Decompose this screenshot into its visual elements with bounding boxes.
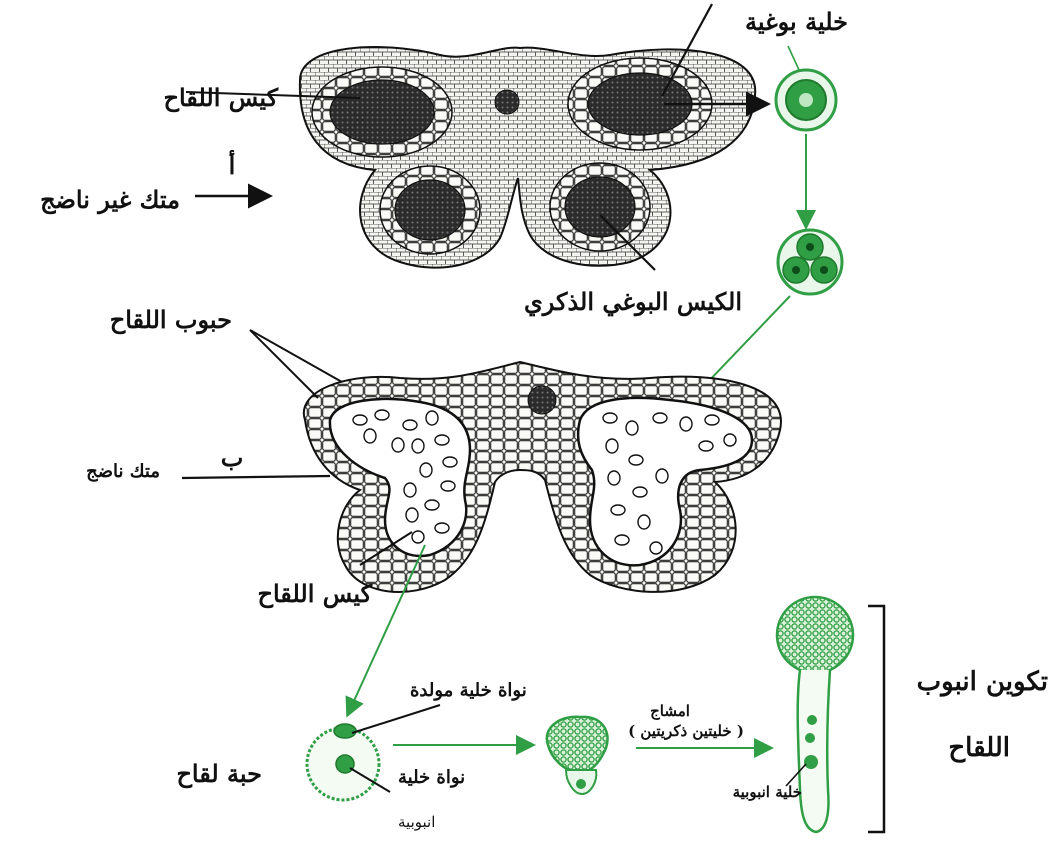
pollen-grains-label: حبوب اللقاح (110, 305, 232, 335)
immature-anther-label: متك غير ناضج (40, 185, 180, 215)
gametes-label: امشاج (650, 702, 690, 720)
locule-bottom-left (380, 166, 480, 254)
tube-formation-label-2: اللقاح (948, 733, 1010, 763)
pollen-sac-label-bottom: كيس اللقاح (258, 579, 373, 609)
tube-nucleus-label-2: انبوبية (398, 813, 435, 831)
letter-a: أ (229, 148, 236, 180)
tube-cell-label: خلية انبوبية (733, 783, 802, 801)
mature-anther-label: متك ناضج (86, 461, 160, 482)
vascular-bundle-middle (528, 386, 556, 414)
tube-formation-label-1: تكوين انبوب (917, 667, 1048, 697)
pollen-sac-label-top: كيس اللقاح (164, 83, 279, 113)
locule-bottom-right (550, 163, 650, 251)
pollen-grains-pointer-2 (250, 330, 318, 398)
tube-nucleus-label-1: نواة خلية (398, 767, 465, 788)
tetrad (778, 230, 842, 294)
male-sporangium-label: الكيس البوغي الذكري (524, 287, 742, 317)
sporogenous-cell-label: خلية بوغية (745, 7, 848, 37)
mature-anther-section (304, 362, 781, 592)
tube-formation-bracket (868, 606, 884, 832)
pollen-grain-label: حبة لقاح (176, 759, 262, 789)
mature-anther-pointer (182, 476, 330, 478)
immature-anther-section (300, 47, 755, 268)
sporogenous-cell (776, 70, 836, 130)
pollen-grains-pointer-1 (250, 330, 342, 382)
sporogenous-cell-pointer (788, 46, 800, 72)
generative-nucleus-label: نواة خلية مولدة (410, 680, 527, 701)
germinating-pollen (547, 717, 608, 794)
vascular-bundle-top (495, 90, 519, 114)
two-male-cells-label: ( خليتين ذكريتين ) (628, 722, 744, 740)
generative-nucleus-pointer (352, 705, 440, 733)
pollen-grain (307, 724, 379, 800)
letter-b: ب (221, 443, 244, 472)
locule-top-left (312, 67, 452, 157)
